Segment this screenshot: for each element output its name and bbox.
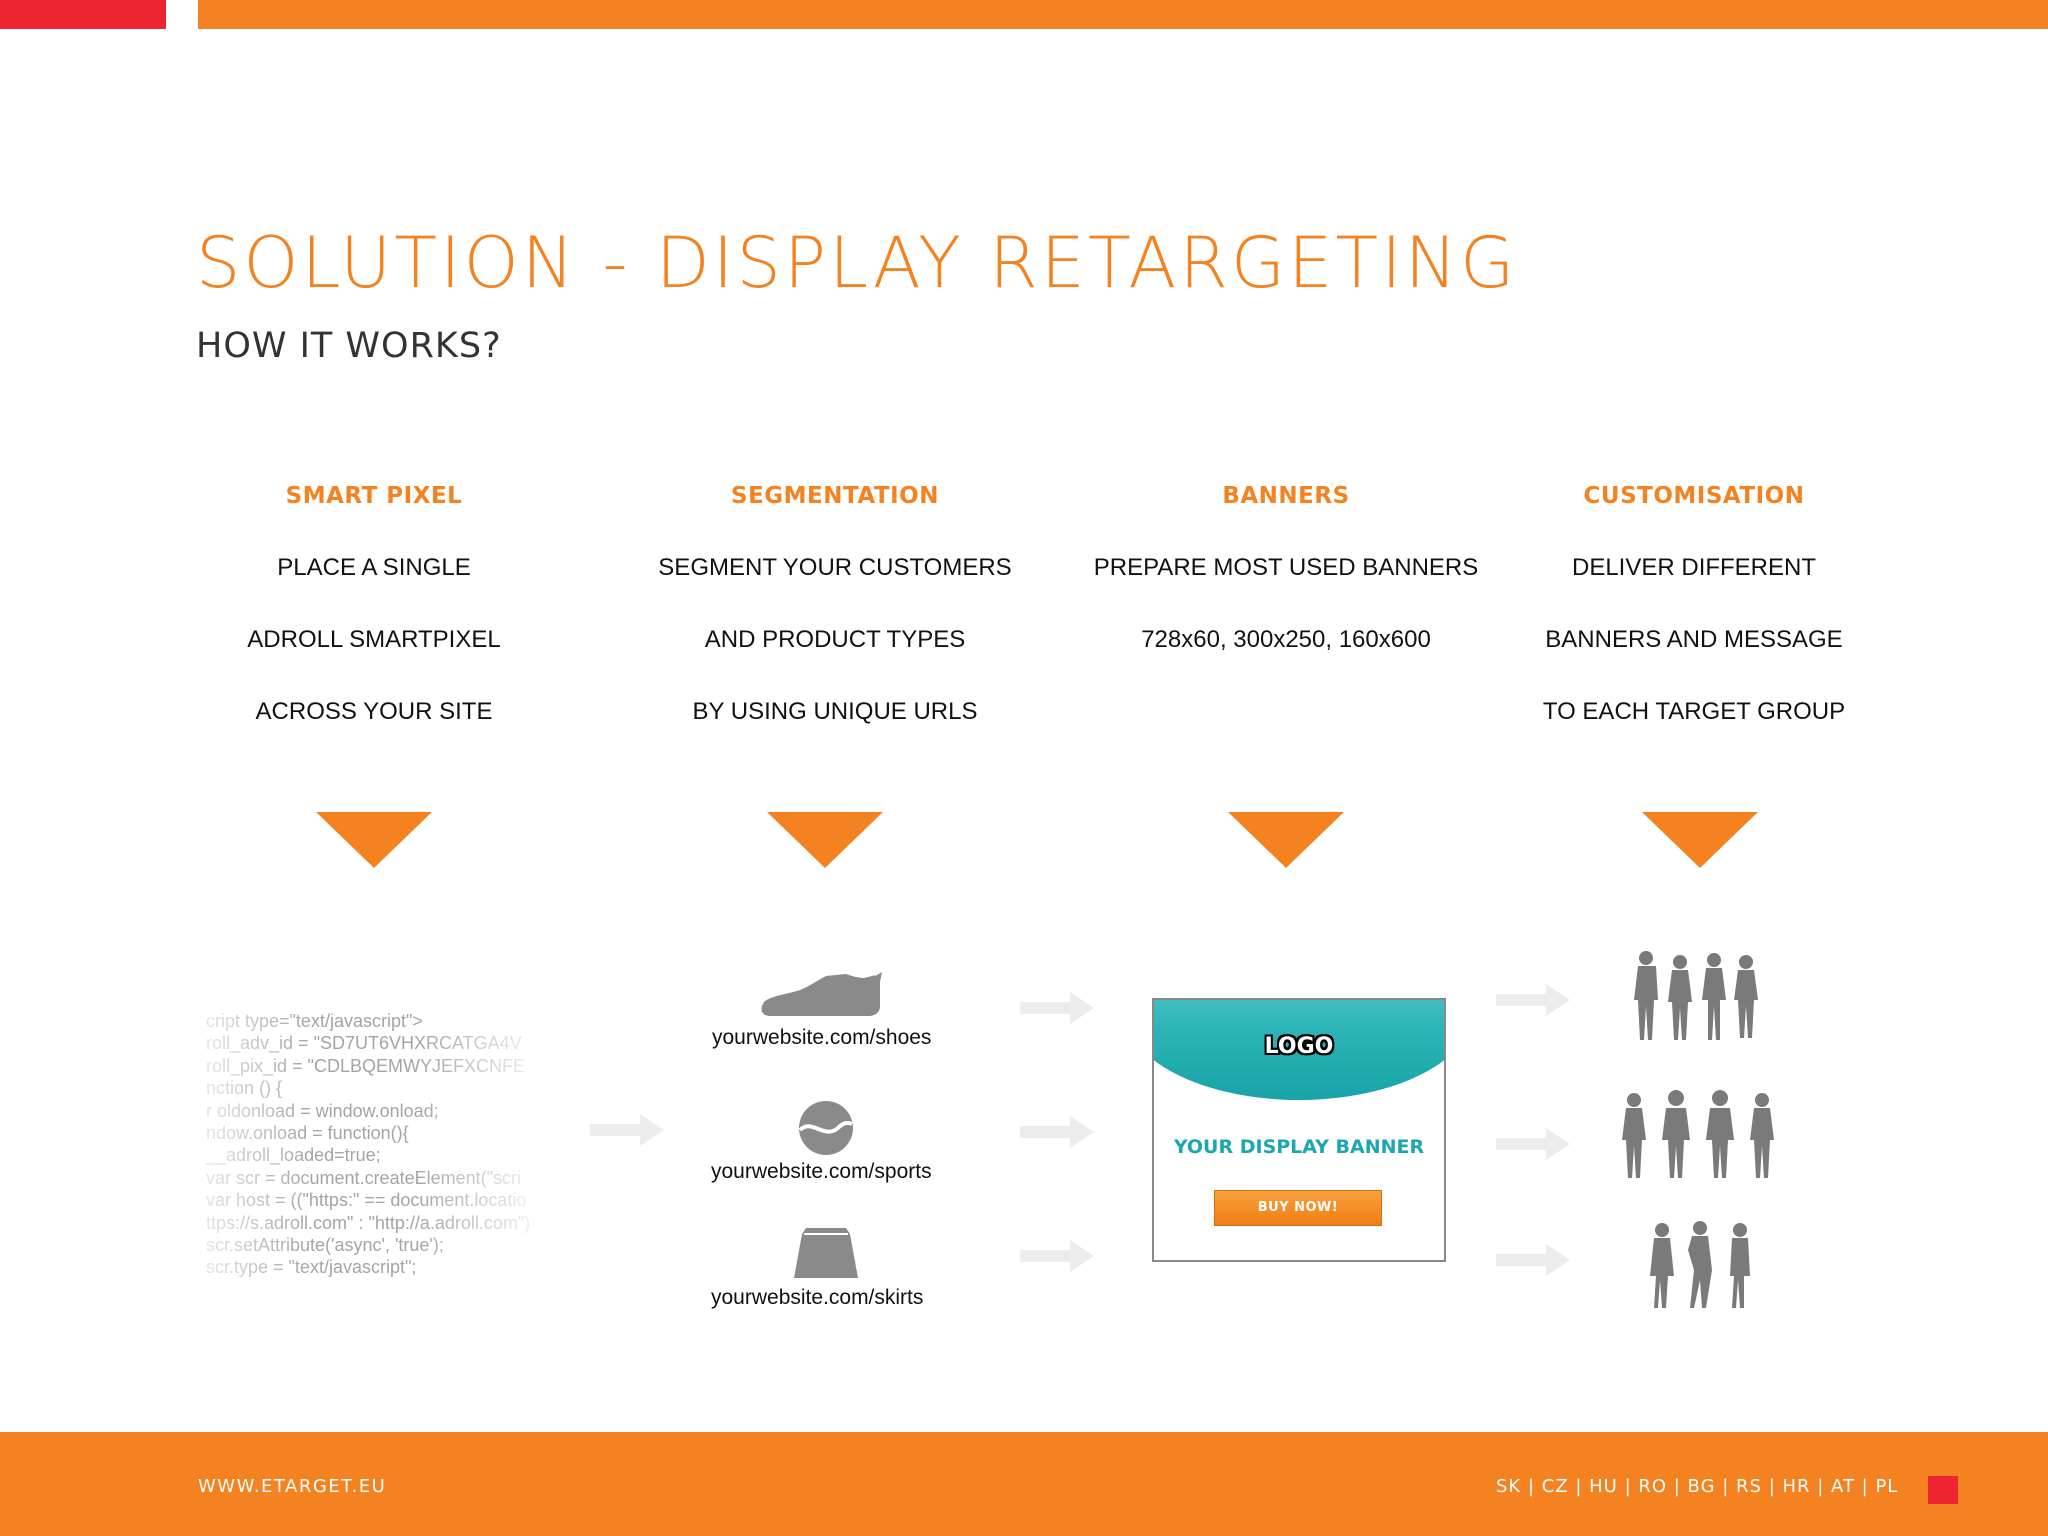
footer-bar bbox=[0, 1432, 2048, 1536]
column-line: DELIVER DIFFERENT bbox=[1571, 554, 1817, 581]
down-triangle-icon bbox=[767, 812, 883, 868]
arrow-right-icon bbox=[1020, 992, 1094, 1024]
banner-logo: LOGO bbox=[1264, 1034, 1334, 1059]
column-line bbox=[1056, 692, 1516, 764]
segment-url: yourwebsite.com/sports bbox=[711, 1160, 932, 1183]
shoe-icon bbox=[761, 972, 882, 1016]
display-banner: LOGO YOUR DISPLAY BANNER BUY NOW! bbox=[1152, 998, 1446, 1262]
pixel-code-snippet: cript type="text/javascript"> roll_adv_i… bbox=[206, 1010, 556, 1286]
column-heading: BANNERS bbox=[1222, 483, 1350, 509]
column-line: TO EACH TARGET GROUP bbox=[1542, 698, 1846, 725]
column-line: ACROSS YOUR SITE bbox=[255, 698, 493, 725]
column-line: SEGMENT YOUR CUSTOMERS bbox=[658, 554, 1012, 581]
column-line: PLACE A SINGLE bbox=[277, 554, 471, 581]
arrow-right-icon bbox=[1496, 1128, 1570, 1160]
down-triangle-icon bbox=[316, 812, 432, 868]
arrow-right-icon bbox=[1496, 984, 1570, 1016]
code-line: scr.type = "text/javascript"; bbox=[206, 1257, 417, 1278]
footer-red-square bbox=[1928, 1476, 1958, 1504]
code-line: r oldonload = window.onload; bbox=[206, 1100, 439, 1121]
banner-text: YOUR DISPLAY BANNER bbox=[1173, 1136, 1425, 1158]
banner-header bbox=[1154, 1000, 1444, 1100]
buy-now-button[interactable]: BUY NOW! bbox=[1214, 1190, 1382, 1226]
code-line: roll_adv_id = "SD7UT6VHXRCATGA4V bbox=[206, 1033, 522, 1054]
column-line: AND PRODUCT TYPES bbox=[704, 626, 966, 653]
column-segmentation: SEGMENTATION SEGMENT YOUR CUSTOMERS AND … bbox=[605, 476, 1065, 764]
people-group-icon bbox=[1634, 951, 1758, 1040]
column-customisation: CUSTOMISATION DELIVER DIFFERENT BANNERS … bbox=[1464, 476, 1924, 764]
arrow-right-icon bbox=[1496, 1244, 1570, 1276]
segment-url: yourwebsite.com/skirts bbox=[711, 1286, 924, 1309]
arrow-right-icon bbox=[590, 1114, 664, 1146]
column-smart-pixel: SMART PIXEL PLACE A SINGLE ADROLL SMARTP… bbox=[144, 476, 604, 764]
code-line: nction () { bbox=[206, 1078, 283, 1099]
footer-countries: SK | CZ | HU | RO | BG | RS | HR | AT | … bbox=[1496, 1476, 1899, 1497]
ball-icon bbox=[798, 1101, 853, 1155]
down-triangle-icon bbox=[1228, 812, 1344, 868]
column-line: 728x60, 300x250, 160x600 bbox=[1141, 626, 1431, 653]
column-line: ADROLL SMARTPIXEL bbox=[247, 626, 501, 653]
people-group-icon bbox=[1622, 1090, 1774, 1178]
segment-url: yourwebsite.com/shoes bbox=[712, 1026, 932, 1049]
skirt-icon bbox=[794, 1228, 858, 1278]
people-group-icon bbox=[1650, 1221, 1750, 1308]
footer-website-link[interactable]: WWW.ETARGET.EU bbox=[198, 1476, 387, 1497]
column-heading: SMART PIXEL bbox=[285, 483, 463, 509]
code-line: ndow.onload = function(){ bbox=[206, 1123, 409, 1144]
page-subtitle: HOW IT WORKS? bbox=[196, 326, 502, 366]
column-line: BANNERS AND MESSAGE bbox=[1545, 626, 1843, 653]
column-banners: BANNERS PREPARE MOST USED BANNERS 728x60… bbox=[1056, 476, 1516, 764]
arrow-right-icon bbox=[1020, 1240, 1094, 1272]
code-line: cript type="text/javascript"> bbox=[206, 1011, 423, 1031]
code-line: __adroll_loaded=true; bbox=[206, 1145, 381, 1166]
code-line: scr.setAttribute('async', 'true'); bbox=[206, 1235, 444, 1256]
column-line: BY USING UNIQUE URLS bbox=[692, 698, 978, 725]
top-orange-bar bbox=[198, 0, 2048, 29]
code-line: var scr = document.createElement("scri bbox=[206, 1167, 521, 1188]
page-title: SOLUTION - DISPLAY RETARGETING bbox=[196, 222, 1518, 304]
code-line: ttps://s.adroll.com" : "http://a.adroll.… bbox=[206, 1212, 531, 1233]
arrow-right-icon bbox=[1020, 1116, 1094, 1148]
code-line: var host = (("https:" == document.locati… bbox=[206, 1190, 527, 1211]
column-line: PREPARE MOST USED BANNERS bbox=[1093, 554, 1479, 581]
column-heading: SEGMENTATION bbox=[731, 483, 939, 509]
code-line: roll_pix_id = "CDLBQEMWYJEFXCNFE bbox=[206, 1055, 525, 1076]
down-triangle-icon bbox=[1642, 812, 1758, 868]
column-heading: CUSTOMISATION bbox=[1583, 483, 1805, 509]
top-red-bar bbox=[0, 0, 166, 29]
